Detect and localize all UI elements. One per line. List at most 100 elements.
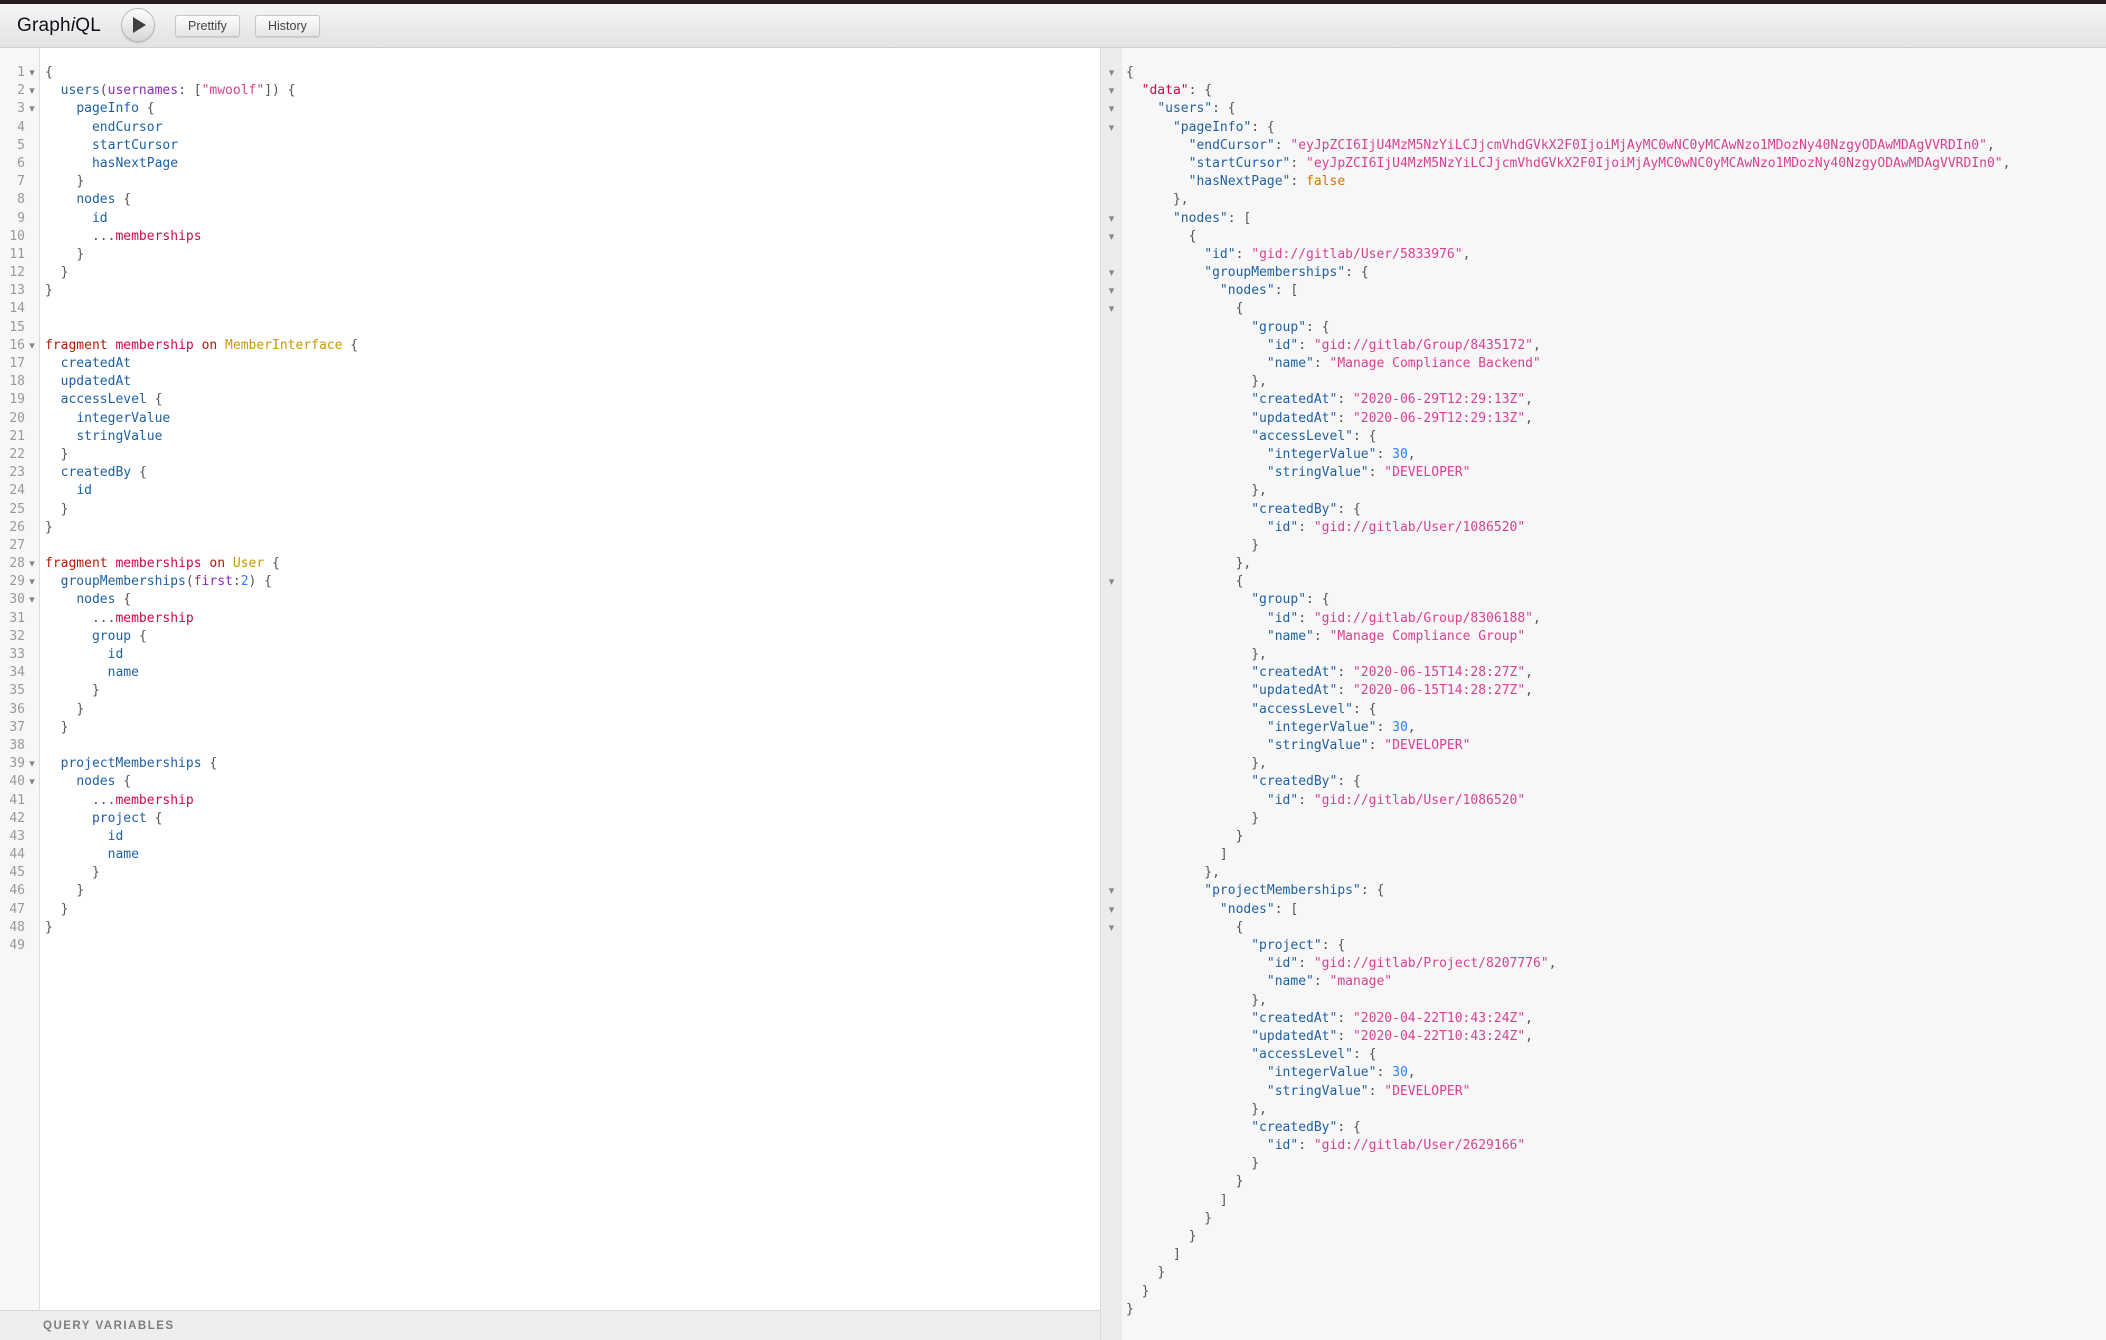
result-code-line: "accessLevel": {	[1251, 1047, 1377, 1063]
gutter-row: 21	[0, 428, 39, 446]
gutter-row: 32	[0, 628, 39, 646]
fold-arrow-icon[interactable]: ▾	[1108, 285, 1115, 298]
result-gutter-row	[1101, 955, 1122, 973]
fold-arrow-icon[interactable]: ▾	[1108, 903, 1115, 916]
prettify-button[interactable]: Prettify	[175, 15, 240, 37]
line-number: 44	[9, 847, 25, 863]
query-code-line: createdBy {	[60, 465, 147, 481]
result-gutter-row	[1101, 682, 1122, 700]
query-code-line: createdAt	[60, 356, 132, 371]
line-number: 19	[9, 392, 25, 408]
result-gutter-row	[1101, 519, 1122, 537]
line-number: 18	[9, 374, 25, 390]
result-gutter-row	[1101, 391, 1122, 409]
line-number: 21	[9, 428, 25, 444]
result-code-line: "pageInfo": {	[1172, 119, 1275, 135]
query-code-line: nodes {	[76, 192, 132, 208]
result-gutter-row	[1101, 792, 1122, 810]
fold-arrow-icon[interactable]: ▾	[29, 758, 35, 771]
fold-arrow-icon[interactable]: ▾	[29, 339, 35, 352]
gutter-row: 27	[0, 537, 39, 555]
result-gutter-row	[1101, 719, 1122, 737]
logo-italic-i: i	[70, 14, 76, 36]
result-code-line: "hasNextPage": false	[1188, 174, 1346, 190]
result-code-line: }	[1235, 828, 1244, 844]
query-code-line: name	[107, 847, 139, 863]
line-number: 48	[9, 919, 25, 935]
result-gutter-row	[1101, 1064, 1122, 1082]
fold-arrow-icon[interactable]: ▾	[1108, 921, 1115, 934]
result-gutter-row	[1101, 555, 1122, 573]
fold-arrow-icon[interactable]: ▾	[29, 558, 35, 571]
gutter-row: 47	[0, 901, 39, 919]
query-code-line: }	[76, 246, 85, 262]
line-number: 27	[9, 537, 25, 553]
result-viewer[interactable]: ▾▾▾▾▾▾▾▾▾▾▾▾▾ { "data": { "users": { "pa…	[1101, 48, 2106, 1340]
result-code-line: },	[1251, 992, 1267, 1008]
fold-arrow-icon[interactable]: ▾	[29, 776, 35, 789]
query-code-line	[45, 537, 358, 555]
fold-arrow-icon[interactable]: ▾	[1108, 67, 1115, 79]
fold-arrow-icon[interactable]: ▾	[29, 103, 35, 116]
fold-arrow-icon[interactable]: ▾	[29, 576, 35, 589]
gutter-row: 23	[0, 464, 39, 482]
query-editor-code[interactable]: { users(usernames: ["mwoolf"]) { pageInf…	[40, 48, 358, 1310]
result-gutter-row	[1101, 1155, 1122, 1173]
fold-arrow-icon[interactable]: ▾	[1108, 303, 1115, 316]
query-code-line: stringValue	[76, 428, 163, 444]
result-code-line: {	[1188, 228, 1197, 244]
result-gutter-row	[1101, 482, 1122, 500]
result-gutter-row	[1101, 1246, 1122, 1264]
line-number: 42	[9, 810, 25, 826]
result-gutter-row	[1101, 937, 1122, 955]
fold-arrow-icon[interactable]: ▾	[1108, 103, 1115, 116]
result-gutter-row	[1101, 737, 1122, 755]
fold-arrow-icon[interactable]: ▾	[1108, 85, 1115, 98]
result-code-line: "id": "gid://gitlab/Project/8207776",	[1266, 956, 1557, 972]
fold-arrow-icon[interactable]: ▾	[1108, 212, 1115, 225]
result-code-line: "name": "Manage Compliance Backend"	[1266, 356, 1541, 371]
fold-arrow-icon[interactable]: ▾	[1108, 267, 1115, 280]
query-code-line: users(usernames: ["mwoolf"]) {	[60, 83, 296, 99]
fold-arrow-icon[interactable]: ▾	[29, 594, 35, 607]
gutter-row: 48	[0, 919, 39, 937]
gutter-row: 37	[0, 719, 39, 737]
fold-arrow-icon[interactable]: ▾	[29, 85, 35, 98]
gutter-row: 11	[0, 246, 39, 264]
result-code-line: }	[1251, 537, 1260, 553]
fold-arrow-icon[interactable]: ▾	[1108, 576, 1115, 589]
query-code-line: id	[91, 210, 108, 226]
result-gutter-row	[1101, 1137, 1122, 1155]
result-code-line: {	[1235, 301, 1244, 317]
fold-arrow-icon[interactable]: ▾	[1108, 121, 1115, 134]
result-gutter-row	[1101, 992, 1122, 1010]
result-code-line: }	[1204, 1210, 1213, 1226]
result-gutter-row	[1101, 1010, 1122, 1028]
gutter-row: 12	[0, 264, 39, 282]
gutter-row: 30▾	[0, 591, 39, 609]
result-code-line: "integerValue": 30,	[1266, 446, 1416, 462]
query-variables-header[interactable]: QUERY VARIABLES	[0, 1310, 1100, 1340]
gutter-row: 1▾	[0, 64, 39, 82]
result-code-line: "stringValue": "DEVELOPER"	[1266, 465, 1471, 481]
history-button[interactable]: History	[255, 15, 320, 37]
query-code-line: integerValue	[76, 410, 171, 426]
gutter-row: 18	[0, 373, 39, 391]
result-code-line: "stringValue": "DEVELOPER"	[1266, 1083, 1471, 1099]
result-code-line: ]	[1219, 1192, 1228, 1208]
fold-arrow-icon[interactable]: ▾	[1108, 230, 1115, 243]
result-code-line: "endCursor": "eyJpZCI6IjU4MzM5NzYiLCJjcm…	[1188, 137, 1995, 153]
line-number: 24	[9, 483, 25, 499]
execute-button[interactable]	[121, 8, 155, 42]
result-code-line: "createdAt": "2020-06-15T14:28:27Z",	[1251, 665, 1533, 681]
query-code-line: groupMemberships(first:2) {	[60, 574, 272, 590]
result-code-line: "id": "gid://gitlab/User/2629166"	[1266, 1138, 1526, 1154]
fold-arrow-icon[interactable]: ▾	[29, 67, 35, 79]
fold-arrow-icon[interactable]: ▾	[1108, 885, 1115, 898]
line-number: 40	[9, 774, 25, 790]
result-code-line: "createdAt": "2020-06-29T12:29:13Z",	[1251, 392, 1533, 408]
result-gutter-row	[1101, 1101, 1122, 1119]
line-number: 14	[9, 301, 25, 317]
